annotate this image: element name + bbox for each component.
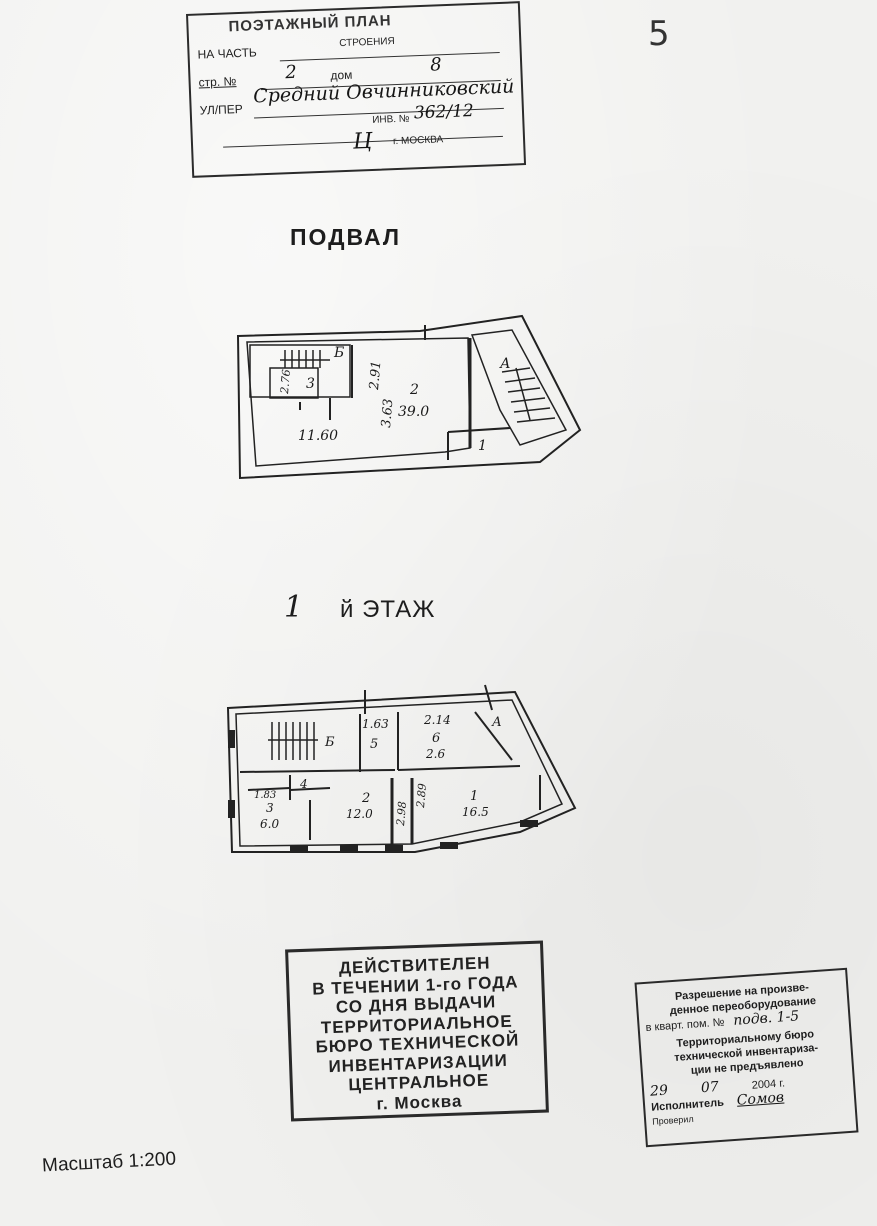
label-area-39: 39.0 [398,404,429,420]
first-floor-outer-wall [226,690,577,853]
label-room-6: 6 [432,731,440,746]
signature: Сомов [736,1089,785,1109]
label-b: Б [324,735,335,750]
label-276: 2.76 [278,369,293,396]
permission-date-suffix: г. [778,1077,786,1090]
label-298: 2.98 [394,801,409,828]
label-area-120: 12.0 [346,807,373,821]
first-floor-stair-left [268,722,318,760]
label-289: 2.89 [414,783,429,810]
label-a: А [491,715,502,730]
label-room-1: 1 [470,789,478,804]
label-room-4: 4 [299,777,308,791]
permission-date-month: 07 [700,1079,720,1097]
label-163: 1.63 [362,717,389,731]
validity-stamp: ДЕЙСТВИТЕЛЕН В ТЕЧЕНИИ 1-го ГОДА СО ДНЯ … [285,940,549,1122]
label-room-3: 3 [266,801,274,815]
label-183: 1.83 [254,790,276,801]
label-291: 2.91 [367,360,385,391]
basement-outer-wall [236,314,582,480]
permission-date-day: 29 [649,1082,669,1100]
label-3: 3 [306,376,315,392]
label-a: А [499,356,511,372]
permission-stamp: Разрешение на произве- денное переоборуд… [634,967,859,1148]
label-area-165: 16.5 [462,805,489,819]
label-room-2: 2 [409,382,419,398]
basement-title: ПОДВАЛ [290,224,401,250]
floor-number: 1 [284,590,304,625]
basement-stair-left [280,350,330,368]
label-b: Б [333,345,344,361]
floor-title: й ЭТАЖ [340,596,436,623]
label-room-1: 1 [478,438,487,454]
permission-room-value: подв. 1-5 [732,1008,800,1029]
label-room-2: 2 [361,791,370,806]
basement-stair-right [501,367,556,423]
label-area-60: 6.0 [260,817,279,831]
label-room-5: 5 [370,737,378,752]
label-363: 3.63 [379,398,396,428]
sheet-number: 5 [648,14,670,54]
label-area-26: 2.6 [425,747,445,761]
permission-room-label: в кварт. пом. № [645,1016,725,1034]
label-1160: 11.60 [298,428,338,444]
label-214: 2.14 [423,713,451,727]
first-floor-windows [228,730,538,852]
